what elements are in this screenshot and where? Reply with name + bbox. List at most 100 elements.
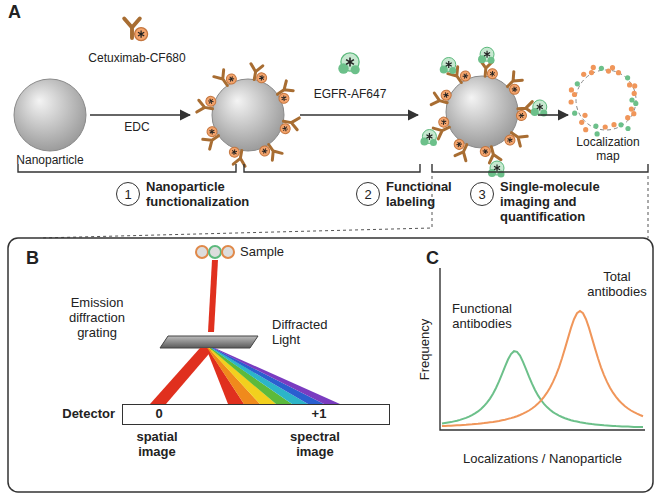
curve-label: Functional antibodies — [446, 302, 518, 332]
egfr — [420, 130, 437, 147]
step-number: 3 — [478, 187, 485, 202]
part-label: Diffracted Light — [272, 318, 352, 348]
detector-box: Detector0+1 — [122, 404, 390, 425]
localization-dot — [603, 124, 608, 129]
localization-dot — [589, 70, 594, 75]
step-title: Nanoparticle functionalization — [146, 180, 264, 210]
egfr-icon — [338, 53, 359, 74]
illustration-part — [124, 19, 147, 41]
localization-dot — [610, 65, 615, 70]
step-number: 2 — [364, 187, 371, 202]
localization-dot — [633, 101, 638, 106]
antibody — [227, 146, 248, 166]
antibody — [214, 66, 238, 90]
sample-particle — [209, 246, 221, 258]
order-label: +1 — [312, 406, 327, 421]
antibody — [502, 72, 527, 97]
panel-letter: B — [26, 248, 39, 269]
localization-dot — [627, 82, 632, 87]
antibody — [450, 138, 473, 161]
axis-label: Frequency — [418, 299, 433, 399]
reagent-label: EDC — [112, 121, 162, 135]
localization-dot — [591, 65, 596, 70]
illustration-part — [338, 53, 359, 74]
zoom-line — [40, 176, 432, 238]
step-number-circle: 1 — [116, 182, 140, 206]
localization-dot — [582, 113, 587, 118]
arrow — [300, 114, 418, 116]
localization-dot — [569, 87, 574, 92]
panel-letter: A — [8, 2, 21, 23]
localization-dot — [569, 99, 574, 104]
bracket — [432, 164, 648, 172]
localization-dot — [632, 91, 637, 96]
spectrum-fan — [206, 348, 340, 404]
zoom-line — [648, 176, 649, 238]
functional-curve — [442, 351, 643, 427]
antibody — [279, 115, 299, 136]
antibody-icon — [124, 19, 147, 41]
panel-frame — [8, 238, 653, 492]
step-title: Single-molecule imaging and quantificati… — [500, 180, 620, 225]
bracket — [244, 164, 420, 172]
antibody — [258, 139, 282, 163]
zero-order-beam — [150, 348, 214, 404]
antibody — [197, 94, 217, 115]
nanoparticle — [212, 79, 284, 151]
localization-dot — [579, 120, 584, 125]
localization-dot — [625, 115, 630, 120]
localization-dot — [616, 70, 621, 75]
sample-particle — [196, 246, 208, 258]
egfr — [488, 161, 505, 178]
localization-dot — [618, 122, 623, 127]
localization-dot — [625, 126, 630, 131]
emission-beam — [208, 260, 218, 332]
map-label: Localization map — [570, 136, 646, 164]
image-label: spectral image — [270, 430, 360, 460]
spectrum-band — [212, 348, 324, 404]
panel-letter: C — [426, 248, 439, 269]
part-label: Sample — [240, 245, 284, 260]
diffraction-grating — [160, 336, 258, 348]
illustration-part — [420, 47, 547, 177]
localization-dot — [572, 92, 577, 97]
antibody — [248, 64, 269, 84]
nanoparticle — [14, 79, 86, 151]
localization-dot — [583, 127, 588, 132]
localization-dot — [629, 107, 634, 112]
localization-dot — [593, 124, 598, 129]
particle-label: Nanoparticle — [0, 154, 100, 168]
localization-dot — [599, 66, 604, 71]
egfr — [531, 100, 548, 117]
localization-dot — [632, 83, 637, 88]
antibody — [199, 125, 223, 149]
detector-label: Detector — [62, 406, 115, 421]
step-title: Functional labeling — [386, 180, 468, 210]
part-label: Emission diffraction grating — [52, 296, 142, 341]
reagent-label: EGFR-AF647 — [300, 88, 400, 102]
reagent-label: Cetuximab-CF680 — [82, 52, 192, 66]
curve-label: Total antibodies — [582, 270, 652, 300]
sample-particle — [222, 246, 234, 258]
localization-dot — [581, 72, 586, 77]
arrow — [538, 114, 568, 116]
egfr — [478, 47, 495, 64]
step-number: 1 — [124, 187, 131, 202]
localization-circle — [576, 70, 636, 130]
localization-dot — [575, 81, 580, 86]
spectrum-band — [213, 348, 340, 404]
localization-dot — [625, 75, 630, 80]
localization-dot — [606, 69, 611, 74]
localization-dot — [631, 111, 636, 116]
axis-label: Localizations / Nanoparticle — [440, 452, 645, 467]
step-number-circle: 2 — [356, 182, 380, 206]
image-label: spatial image — [122, 430, 192, 460]
localization-dot — [611, 122, 616, 127]
antibody — [431, 87, 452, 109]
antibody — [272, 81, 296, 105]
antibody — [479, 61, 498, 80]
spectrum-band — [210, 348, 292, 404]
localization-dot — [572, 111, 577, 116]
arrow — [90, 114, 190, 116]
step-number-circle: 3 — [470, 182, 494, 206]
